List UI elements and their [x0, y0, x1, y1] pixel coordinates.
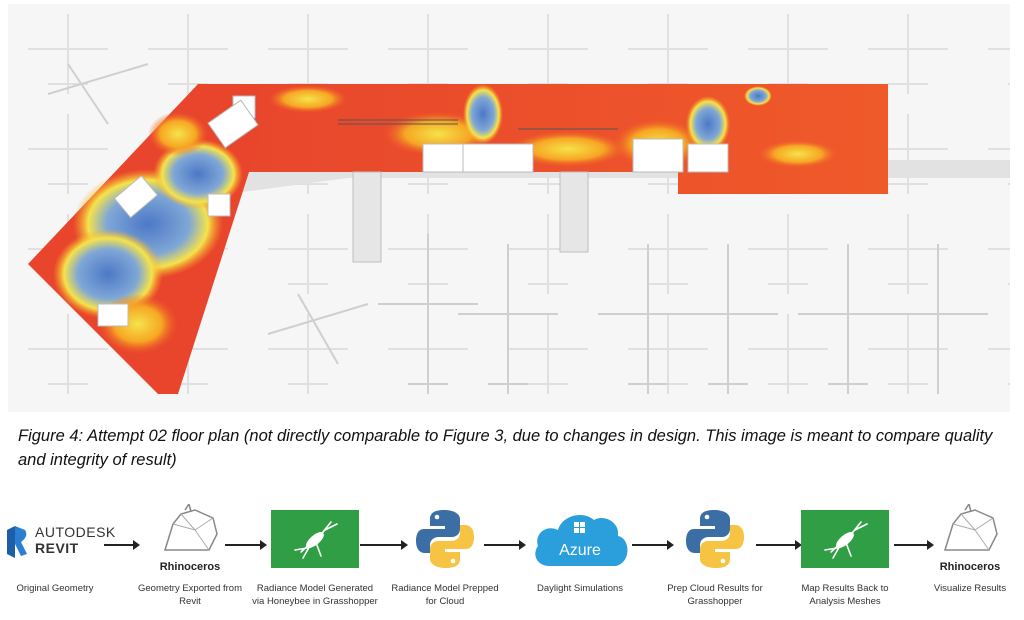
step-label: Visualize Results: [933, 583, 1007, 594]
flow-arrow: [484, 540, 526, 550]
azure-cloud-shape: [535, 515, 628, 566]
step-label: Geometry Exported from Revit: [137, 583, 242, 607]
workflow-step-prep-cloud-results: Prep Cloud Results for Grasshopper: [660, 498, 770, 620]
rhino-logo: Rhinoceros: [155, 502, 225, 574]
workflow-step-original-geometry: AUTODESK REVIT Original Geometry: [0, 498, 115, 620]
grasshopper-insect-icon: [294, 521, 338, 559]
python-icon: [684, 508, 746, 570]
azure-logo-text: Azure: [559, 542, 601, 559]
rhino-logo-text: Rhinoceros: [159, 561, 221, 573]
workflow-step-daylight-simulations: Azure Daylight Simulations: [520, 498, 640, 620]
workflow-step-visualize-results: Rhinoceros Visualize Results: [920, 498, 1020, 620]
rhino-icon: [163, 502, 218, 551]
step-label: Radiance Model Prepped for Cloud: [391, 583, 499, 607]
workflow-step-radiance-model-generated: Radiance Model Generated via Honeybee in…: [250, 498, 380, 620]
rhino-icon: [943, 502, 998, 551]
workflow-step-map-results: Map Results Back to Analysis Meshes: [785, 498, 905, 620]
workflow-diagram: AUTODESK REVIT Original Geometry Rhinoce…: [0, 498, 1024, 620]
step-label: Prep Cloud Results for Grasshopper: [667, 583, 763, 607]
figure-caption: Figure 4: Attempt 02 floor plan (not dir…: [18, 427, 993, 469]
grasshopper-icon: [801, 510, 889, 568]
rhino-logo-text: Rhinoceros: [939, 561, 1001, 573]
flow-arrow: [894, 540, 934, 550]
step-label: Daylight Simulations: [536, 583, 624, 594]
python-logo: [686, 510, 744, 568]
step-label: Radiance Model Generated via Honeybee in…: [252, 583, 378, 607]
flow-arrow: [632, 540, 674, 550]
python-logo: [416, 510, 474, 568]
floor-plan-image: [8, 4, 1010, 412]
flow-arrow: [225, 540, 267, 550]
grasshopper-insect-icon: [824, 521, 868, 559]
revit-logo-line2: REVIT: [35, 540, 79, 556]
revit-r-icon: [7, 526, 27, 558]
azure-cloud-icon: Azure: [528, 506, 632, 570]
workflow-step-radiance-model-prepped: Radiance Model Prepped for Cloud: [390, 498, 500, 620]
floor-plan-heatmap: [8, 4, 1010, 412]
revit-logo: AUTODESK REVIT: [5, 524, 115, 564]
flow-arrow: [360, 540, 408, 550]
workflow-step-geometry-exported: Rhinoceros Geometry Exported from Revit: [135, 498, 245, 620]
flow-arrow: [756, 540, 802, 550]
revit-logo-line1: AUTODESK: [35, 524, 116, 540]
flow-arrow: [104, 540, 140, 550]
python-icon: [414, 508, 476, 570]
grasshopper-icon: [271, 510, 359, 568]
step-label: Map Results Back to Analysis Meshes: [801, 583, 889, 607]
step-label: Original Geometry: [16, 583, 94, 594]
rhino-logo: Rhinoceros: [935, 502, 1005, 574]
